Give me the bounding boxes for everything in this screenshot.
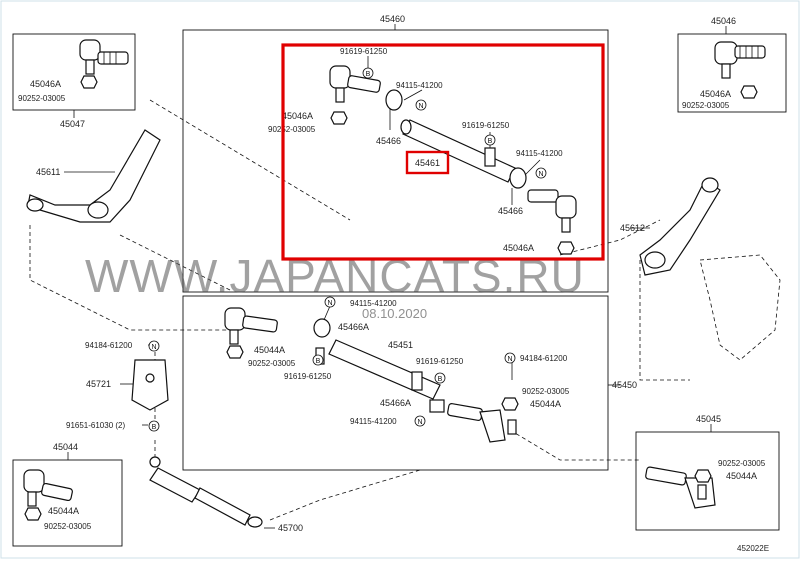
label-90252-top-left: 90252-03005	[18, 94, 66, 103]
marker-b-3: B	[312, 354, 324, 366]
svg-text:B: B	[316, 358, 321, 365]
marker-n-1: N	[415, 99, 427, 111]
assembly-box-45450	[182, 295, 609, 471]
steering-damper-45700	[149, 456, 263, 528]
label-45461: 45461	[415, 158, 440, 168]
marker-b-1: B	[362, 67, 374, 79]
label-45466-a: 45466	[376, 136, 401, 146]
label-45044A-bottom-right: 45044A	[726, 471, 757, 481]
svg-text:N: N	[538, 171, 543, 178]
tie-rod-end-bottom-right	[645, 466, 716, 509]
label-45700: 45700	[278, 523, 303, 533]
label-45045: 45045	[696, 414, 721, 424]
svg-text:B: B	[488, 138, 493, 145]
marker-n-3: N	[324, 296, 336, 308]
dashed-link-1	[149, 99, 351, 221]
label-91619-b: 91619-61250	[462, 121, 510, 130]
dashed-link-6	[509, 429, 640, 461]
label-45044: 45044	[53, 442, 78, 452]
label-45451: 45451	[388, 340, 413, 350]
knuckle-arm-45611	[26, 129, 161, 223]
label-91619-c: 91619-61250	[284, 372, 332, 381]
highlight-assembly	[281, 43, 605, 261]
label-45466A-c: 45466A	[338, 322, 369, 332]
label-45044A-c: 45044A	[254, 345, 285, 355]
marker-n-6: N	[148, 340, 160, 352]
watermark-date: 08.10.2020	[362, 306, 427, 321]
diagram-code: 452022E	[737, 544, 769, 553]
label-45046: 45046	[711, 16, 736, 26]
highlight-45461[interactable]	[405, 150, 450, 175]
marker-n-2: N	[535, 167, 547, 179]
label-94115-a: 94115-41200	[396, 81, 443, 90]
tie-rod-end-top-left	[79, 39, 129, 89]
label-45047: 45047	[60, 119, 85, 129]
label-45046A-top-left: 45046A	[30, 79, 61, 89]
assembly-box-45460	[182, 29, 609, 293]
label-90252-bottom-left: 90252-03005	[44, 522, 92, 531]
dashed-link-4	[559, 219, 661, 256]
label-45044A-bottom-left: 45044A	[48, 506, 79, 516]
label-45046A-mid: 45046A	[282, 111, 313, 121]
svg-text:B: B	[152, 424, 157, 431]
knuckle-arm-45612	[639, 177, 721, 276]
svg-text:B: B	[438, 376, 443, 383]
inset-box-bottom-left	[12, 459, 123, 547]
tie-rod-end-bottom-left	[23, 469, 73, 521]
label-90252-c: 90252-03005	[248, 359, 296, 368]
svg-text:N: N	[151, 344, 156, 351]
marker-b-4: B	[434, 372, 446, 384]
label-90252-top-right: 90252-03005	[682, 101, 730, 110]
label-90252-d: 90252-03005	[522, 387, 570, 396]
label-94115-b: 94115-41200	[516, 149, 563, 158]
label-45611: 45611	[36, 167, 60, 177]
dashed-link-5	[639, 260, 690, 381]
label-45044A-d: 45044A	[530, 399, 561, 409]
label-45460: 45460	[380, 14, 405, 24]
label-91651: 91651-61030 (2)	[66, 421, 125, 430]
label-90252-mid: 90252-03005	[268, 125, 316, 134]
svg-text:N: N	[417, 419, 422, 426]
marker-b-2: B	[484, 134, 496, 146]
label-45046A-top-right: 45046A	[700, 89, 731, 99]
label-45046A-bottom: 45046A	[503, 243, 534, 253]
label-45721: 45721	[86, 379, 111, 389]
inset-box-top-right	[677, 33, 787, 113]
label-90252-bottom-right: 90252-03005	[718, 459, 766, 468]
marker-b-5: B	[148, 420, 160, 432]
inset-box-bottom-right	[635, 431, 780, 531]
marker-n-5: N	[414, 415, 426, 427]
svg-text:B: B	[366, 71, 371, 78]
tie-rod-assembly-45450	[224, 307, 519, 443]
label-45466-b: 45466	[498, 206, 523, 216]
label-94184-right: 94184-61200	[520, 354, 568, 363]
label-94115-c: 94115-41200	[350, 299, 397, 308]
svg-text:N: N	[418, 103, 423, 110]
label-94184-left: 94184-61200	[85, 341, 133, 350]
label-45612: 45612	[620, 223, 645, 233]
knuckle-outline	[699, 254, 781, 361]
bracket-45721	[131, 359, 169, 411]
label-94115-d: 94115-41200	[350, 417, 397, 426]
label-91619-d: 91619-61250	[416, 357, 464, 366]
dashed-link-9	[269, 469, 421, 521]
tie-rod-end-top-right	[714, 41, 766, 99]
svg-text:N: N	[507, 356, 512, 363]
label-45466A-d: 45466A	[380, 398, 411, 408]
label-91619-a: 91619-61250	[340, 47, 388, 56]
label-45450: 45450	[612, 380, 637, 390]
tie-rod-assembly-45460	[329, 65, 577, 255]
svg-text:N: N	[327, 300, 332, 307]
marker-n-4: N	[504, 352, 516, 364]
